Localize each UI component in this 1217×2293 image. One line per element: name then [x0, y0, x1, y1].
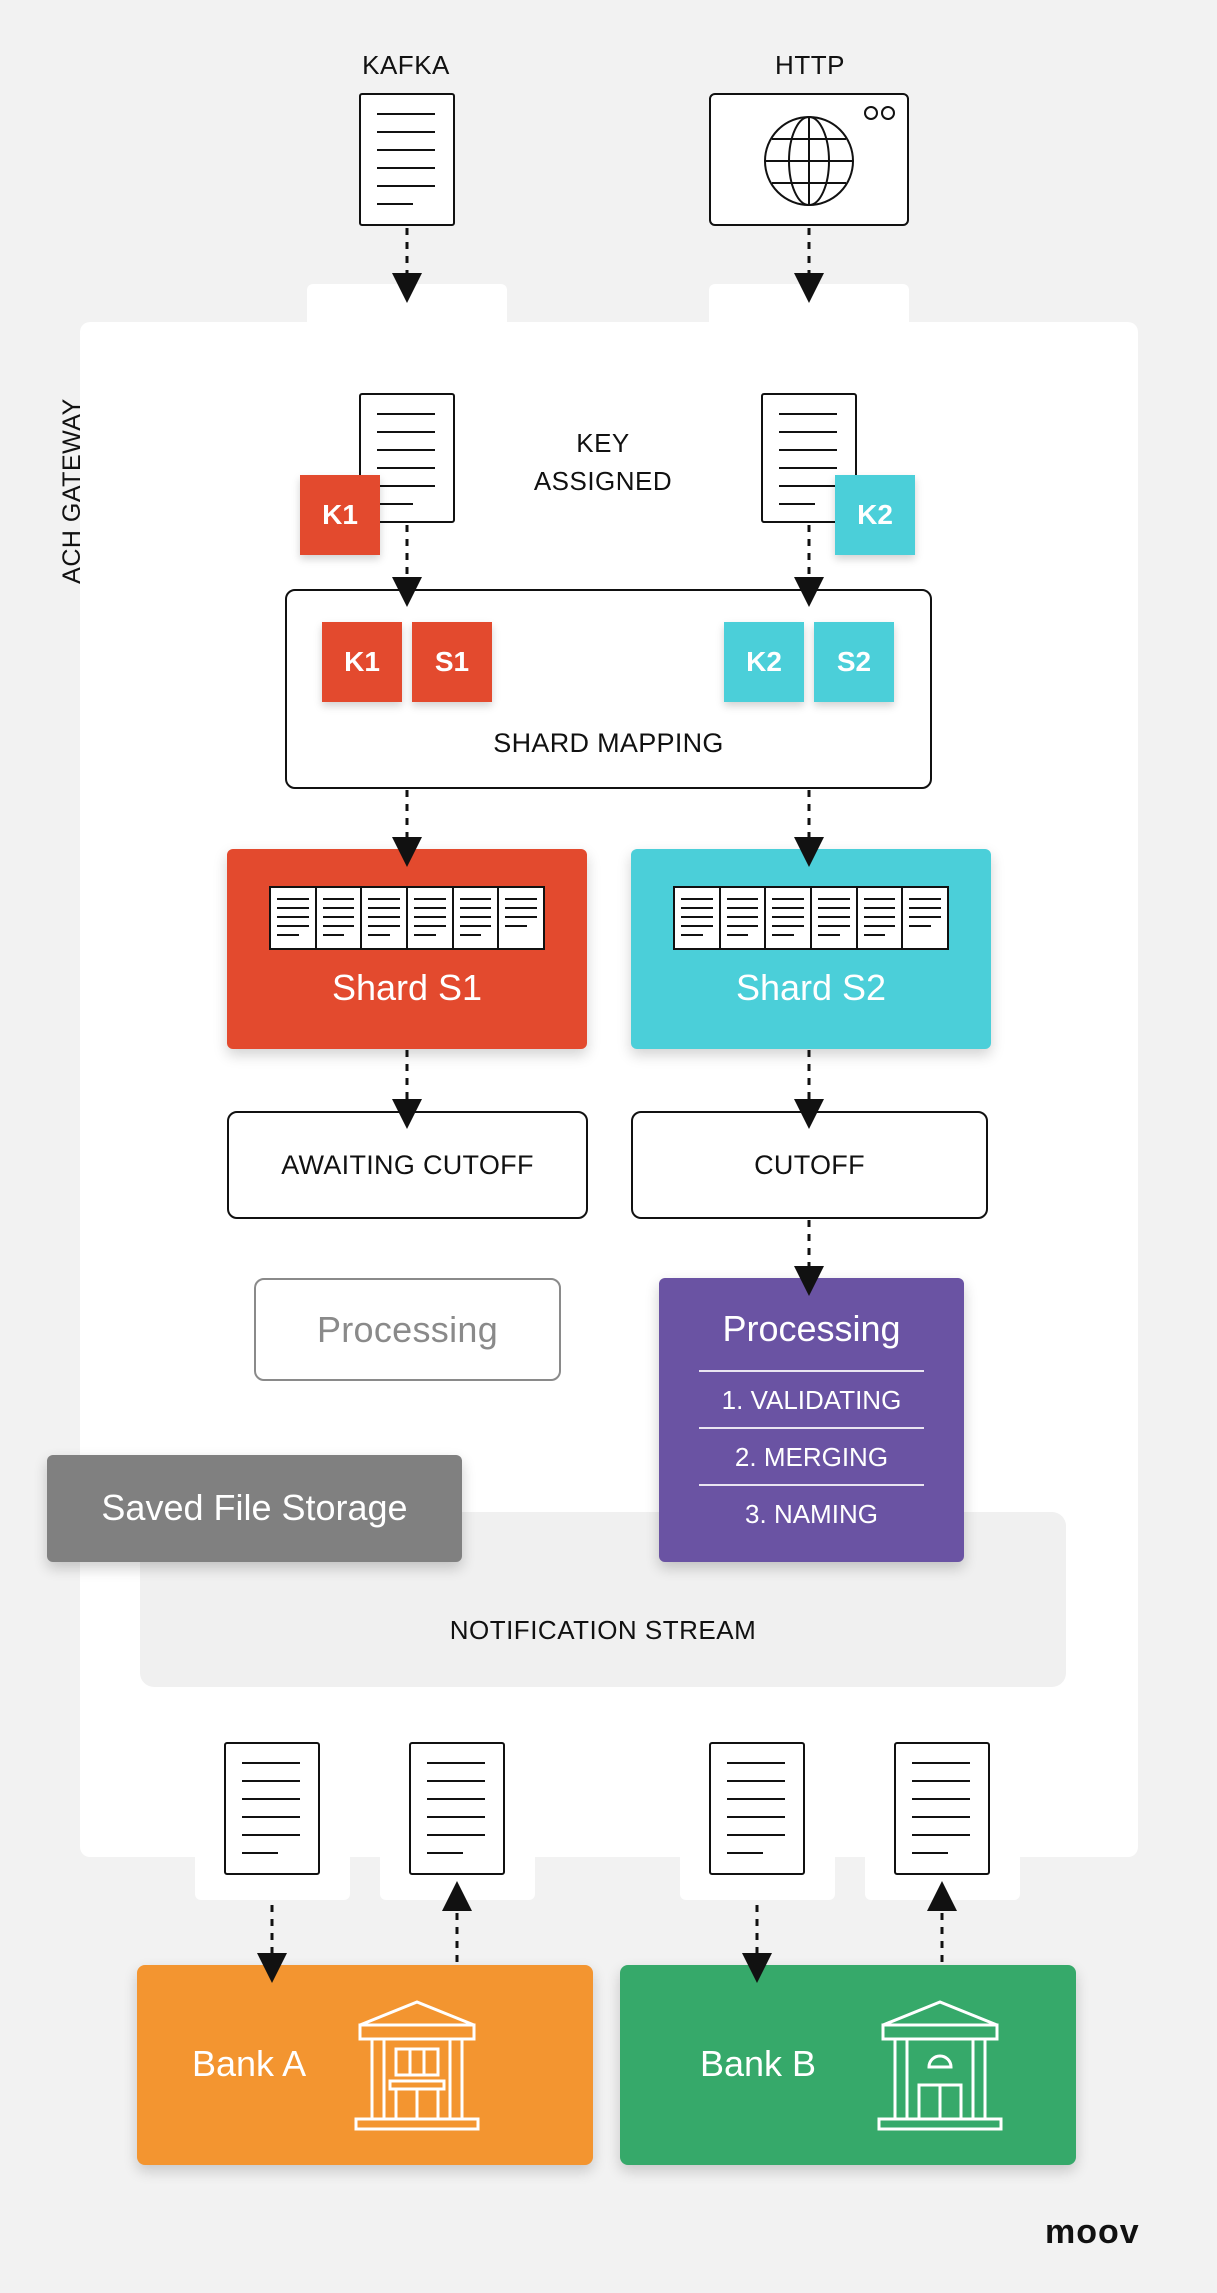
key-badge-k2: K2: [835, 475, 915, 555]
shard-s1-file-queue: [269, 886, 545, 950]
processing-idle-label: Processing: [316, 1308, 499, 1350]
mapping-badge-k2: K2: [724, 622, 804, 702]
globe-icon: [764, 106, 895, 206]
http-browser-icon: [709, 93, 909, 226]
mapping-badge-k1: K1: [322, 622, 402, 702]
key-assigned-label-line1: KEY: [576, 428, 630, 458]
shard-s1: Shard S1: [227, 849, 587, 1049]
cutoff-box: CUTOFF: [631, 1111, 988, 1219]
processing-step-validating: 1. VALIDATING: [699, 1370, 924, 1428]
bank-a-label: Bank A: [192, 2043, 307, 2084]
shard-s2-file-queue: [673, 886, 949, 950]
queued-file-icon: [903, 888, 947, 948]
http-keyed-document-icon: [761, 393, 857, 523]
shard-s2-title: Shard S2: [735, 967, 887, 1008]
saved-file-storage-label: Saved File Storage: [101, 1487, 408, 1528]
queued-file-icon: [408, 888, 454, 948]
queued-file-icon: [721, 888, 767, 948]
bank-b-outgoing-document-icon: [709, 1742, 805, 1875]
processing-idle-box: Processing: [254, 1278, 561, 1381]
bank-a: Bank A: [137, 1965, 593, 2165]
bank-building-icon: [354, 2000, 480, 2131]
bank-a-incoming-document-icon: [409, 1742, 505, 1875]
key-badge-k1: K1: [300, 475, 380, 555]
queued-file-icon: [454, 888, 500, 948]
queued-file-icon: [499, 888, 543, 948]
notification-stream-label: NOTIFICATION STREAM: [449, 1615, 757, 1645]
bank-b: Bank B: [620, 1965, 1076, 2165]
bank-a-outgoing-document-icon: [224, 1742, 320, 1875]
svg-text:moov: moov: [1045, 2215, 1140, 2249]
bank-b-incoming-document-icon: [894, 1742, 990, 1875]
processing-step-merging: 2. MERGING: [699, 1427, 924, 1485]
moov-logo: moov: [1045, 2215, 1140, 2249]
saved-file-storage: Saved File Storage: [47, 1455, 462, 1562]
queued-file-icon: [271, 888, 317, 948]
queued-file-icon: [812, 888, 858, 948]
queued-file-icon: [317, 888, 363, 948]
processing-step-naming: 3. NAMING: [699, 1484, 924, 1542]
shard-s1-title: Shard S1: [331, 967, 483, 1008]
processing-active-box: Processing 1. VALIDATING 2. MERGING 3. N…: [659, 1278, 964, 1562]
cutoff-label: CUTOFF: [754, 1149, 865, 1180]
queued-file-icon: [675, 888, 721, 948]
kafka-label: KAFKA: [362, 50, 450, 80]
mapping-badge-s1: S1: [412, 622, 492, 702]
queued-file-icon: [362, 888, 409, 948]
bank-building-icon: [877, 2000, 1003, 2131]
key-assigned-label-line2: ASSIGNED: [533, 466, 673, 496]
processing-active-title: Processing: [722, 1308, 901, 1349]
mapping-badge-s2: S2: [814, 622, 894, 702]
bank-b-label: Bank B: [700, 2043, 817, 2084]
shard-s2: Shard S2: [631, 849, 991, 1049]
http-label: HTTP: [775, 50, 845, 80]
awaiting-cutoff-label: AWAITING CUTOFF: [281, 1149, 534, 1180]
shard-mapping-label: SHARD MAPPING: [493, 728, 724, 758]
kafka-document-icon: [359, 93, 455, 226]
awaiting-cutoff-box: AWAITING CUTOFF: [227, 1111, 588, 1219]
queued-file-icon: [858, 888, 904, 948]
queued-file-icon: [766, 888, 813, 948]
